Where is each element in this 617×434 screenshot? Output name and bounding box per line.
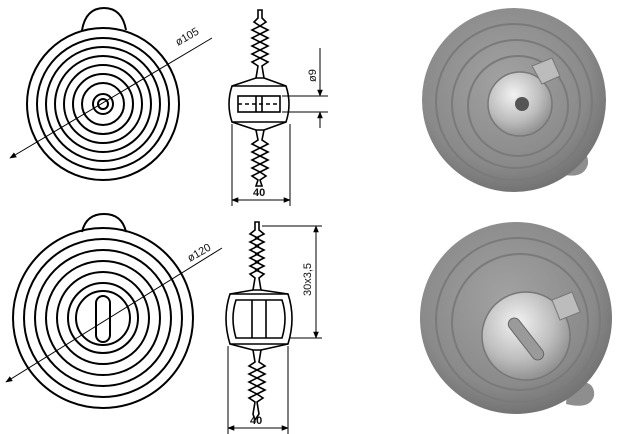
top-front-outer-ring [26,27,180,181]
top-photo-hole [515,97,529,111]
top-front-ring [81,82,125,126]
product-photo-top [422,8,606,192]
bottom-front-slot [95,295,111,343]
bottom-photo-ring [451,253,589,391]
bottom-front-ring [67,282,139,354]
top-web [263,121,287,131]
top-web [231,121,257,131]
product-photo-bottom [420,222,612,414]
bottom-front-hub [75,290,131,346]
top-lower-thread [250,129,270,187]
top-web [231,77,257,87]
bottom-upper-thread [248,221,266,291]
bottom-web [229,289,254,295]
top-front-tab [81,6,127,31]
top-front-diameter-dimension: ø105 [9,26,213,159]
bottom-front-ring [45,260,161,376]
top-diameter-label: ø105 [174,26,202,49]
bottom-front-ring [23,238,183,398]
bottom-lower-thread [247,349,267,422]
top-front-ring [63,64,143,144]
bottom-width-label: 40 [250,415,262,427]
bottom-side-view [225,221,293,422]
top-front-ring [45,46,161,162]
top-hole-label: ø9 [307,69,319,82]
top-front-ring [36,37,170,171]
top-front-view [26,6,180,181]
bottom-web [229,343,254,351]
top-web [263,77,287,87]
top-diameter-leader [9,37,213,159]
bottom-insert [232,299,286,339]
top-width-label: 40 [253,187,265,199]
top-upper-thread [250,9,270,79]
top-side-view [228,9,290,187]
bottom-front-outer-ring [12,227,194,409]
bottom-web [260,343,289,351]
bottom-front-ring [34,249,172,387]
top-front-ring [54,55,152,153]
bottom-front-view [12,212,194,409]
top-photo-clamp [531,57,561,85]
bottom-photo-ring [435,237,601,403]
bottom-front-ring [56,271,150,365]
top-front-ring [72,73,134,135]
bottom-photo-clamp [551,291,581,321]
top-photo-ring [467,55,569,157]
top-photo-ring [451,39,581,169]
bottom-thread-label: 30x3,5 [302,263,314,296]
bottom-side-dimensions [227,225,322,434]
bottom-front-tab [81,212,127,233]
top-side-dimensions [231,48,328,206]
top-front-hub [92,93,114,115]
top-photo-ring [435,23,593,181]
bottom-photo-slot [507,317,545,361]
bottom-diameter-label: ø120 [186,242,214,265]
bottom-web [260,289,289,295]
bottom-diameter-leader [5,247,223,383]
top-front-hole [97,98,109,110]
